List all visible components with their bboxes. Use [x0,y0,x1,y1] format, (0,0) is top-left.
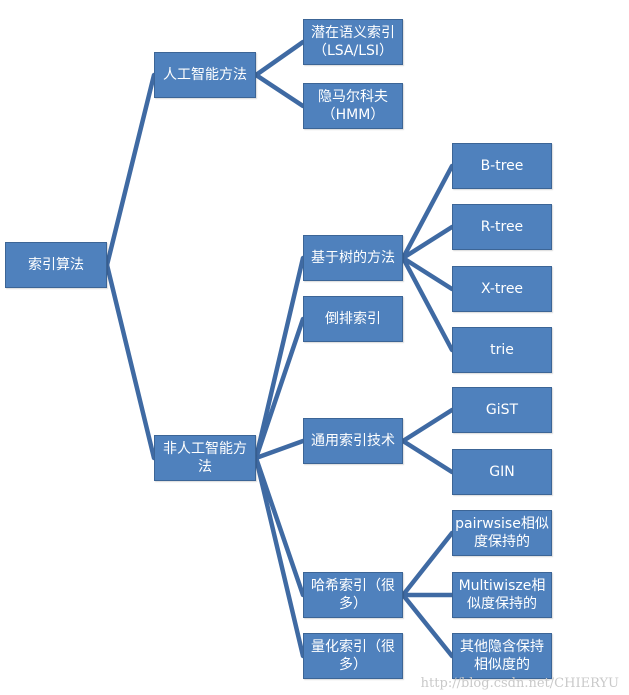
edge-nonai-hash [253,455,306,598]
node-btree-label: B-tree [480,158,524,174]
edge-general-gist [400,407,455,444]
edge-tree-rtree [400,224,455,261]
node-pairwise-label: pairwsise相似 度保持的 [455,516,549,550]
node-other-hash-label: 其他隐含保持 相似度的 [460,639,544,673]
edge-nonai-inverted [253,316,306,461]
node-inverted-index: 倒排索引 [303,296,403,342]
node-root: 索引算法 [5,242,107,288]
node-quant-index: 量化索引（很 多） [303,633,403,679]
node-gist: GiST [452,387,552,433]
edge-general-gin [400,438,455,475]
node-tree-based: 基于树的方法 [303,235,403,281]
node-ai-methods: 人工智能方法 [154,52,256,98]
node-lsa: 潜在语义索引 （LSA/LSI） [303,19,403,65]
node-inverted-index-label: 倒排索引 [325,311,381,327]
node-hash-index-label: 哈希索引（很 多） [311,578,395,612]
node-root-label: 索引算法 [28,257,84,273]
node-hash-index: 哈希索引（很 多） [303,572,403,618]
node-tree-based-label: 基于树的方法 [311,250,395,266]
edge-ai-hmm [253,72,306,109]
node-rtree-label: R-tree [480,219,524,235]
node-rtree: R-tree [452,204,552,250]
edge-tree-btree [400,163,455,261]
edge-tree-xtree [400,255,455,292]
node-lsa-label: 潜在语义索引 （LSA/LSI） [311,25,395,59]
node-non-ai-methods-label: 非人工智能方 法 [163,441,247,475]
node-trie-label: trie [490,342,514,358]
node-xtree: X-tree [452,266,552,312]
edge-ai-lsa [253,39,306,78]
node-gin: GIN [452,449,552,495]
watermark-text: http://blog.csdn.net/CHIERYU [420,676,619,691]
node-multiwise-label: Multiwisze相 似度保持的 [458,578,546,612]
node-pairwise: pairwsise相似 度保持的 [452,510,552,556]
edge-nonai-general [253,438,306,461]
node-ai-methods-label: 人工智能方法 [163,67,247,83]
edge-hash-pairwise [400,530,455,598]
edge-hash-other [400,592,455,659]
node-general-index: 通用索引技术 [303,418,403,464]
node-other-hash: 其他隐含保持 相似度的 [452,633,552,679]
node-hmm: 隐马尔科夫 （HMM） [303,83,403,129]
edge-root-nonai [104,262,157,461]
node-gin-label: GIN [489,464,515,480]
edge-nonai-quant [253,455,306,659]
node-trie: trie [452,327,552,373]
node-hmm-label: 隐马尔科夫 （HMM） [318,89,388,123]
node-general-index-label: 通用索引技术 [311,433,395,449]
edge-tree-trie [400,255,455,353]
node-xtree-label: X-tree [480,281,524,297]
edge-root-ai [104,72,157,268]
node-quant-index-label: 量化索引（很 多） [311,639,395,673]
node-gist-label: GiST [485,402,519,418]
edge-nonai-tree [253,255,306,461]
node-non-ai-methods: 非人工智能方 法 [154,435,256,481]
node-btree: B-tree [452,143,552,189]
node-multiwise: Multiwisze相 似度保持的 [452,572,552,618]
